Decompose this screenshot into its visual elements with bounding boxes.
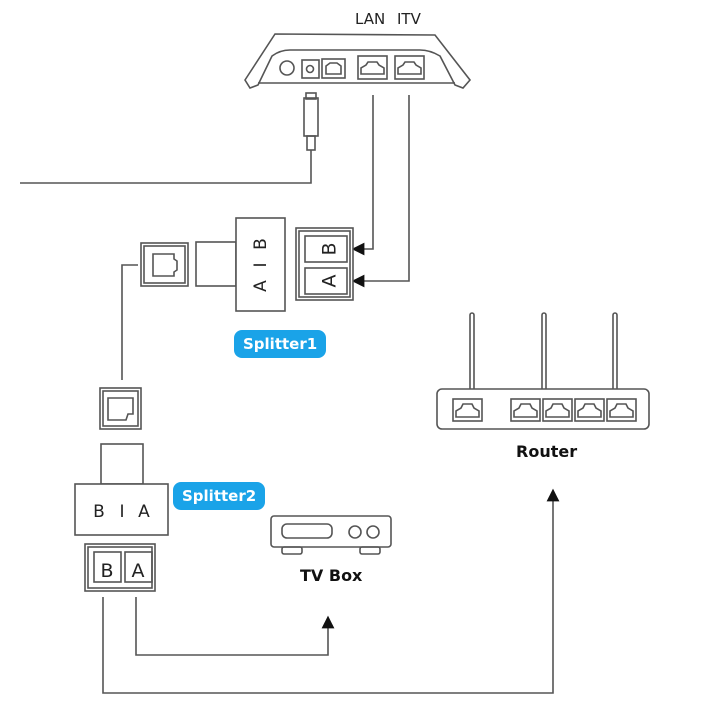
tv-box-label: TV Box <box>300 566 363 585</box>
modem-itv-port <box>394 55 425 80</box>
cable-to-router <box>102 488 560 694</box>
modem-lan-port <box>357 55 388 80</box>
cable-to-tv-box <box>135 597 335 656</box>
modem-phone-port <box>321 58 346 79</box>
tv-box-icon <box>270 515 392 555</box>
modem-power-port <box>301 59 320 79</box>
splitter1-letter-i: I <box>251 262 271 267</box>
splitter2-label: Splitter2 <box>173 482 266 510</box>
cable-itv <box>351 95 410 288</box>
modem-port-label-lan: LAN <box>355 10 385 28</box>
cable-lan <box>351 95 374 256</box>
antenna-icon <box>612 312 618 392</box>
splitter2-letter-i: I <box>119 502 124 522</box>
splitter2-port-a: A <box>132 560 145 582</box>
modem <box>244 33 472 89</box>
ethernet-port-icon <box>609 403 634 418</box>
antenna-icon <box>541 312 547 392</box>
splitter2-letter-a: A <box>138 502 150 522</box>
ethernet-port-icon <box>455 403 480 418</box>
splitter1-letter-b: B <box>251 238 271 250</box>
power-plug-icon <box>20 92 319 184</box>
splitter2-letter-b: B <box>93 502 105 522</box>
splitter1-port-a: A <box>319 275 341 288</box>
antenna-icon <box>469 312 475 392</box>
ethernet-port-icon <box>577 403 602 418</box>
modem-port-label-itv: ITV <box>397 10 422 28</box>
cable-splitter1-to-splitter2 <box>121 264 138 380</box>
splitter1-port-b: B <box>319 242 341 255</box>
splitter2 <box>74 387 169 592</box>
router-icon <box>436 312 650 430</box>
splitter1-letter-a: A <box>251 280 271 292</box>
modem-button-icon <box>279 60 295 76</box>
router-label: Router <box>516 442 578 461</box>
splitter1-label: Splitter1 <box>234 330 327 358</box>
splitter1 <box>140 217 354 312</box>
ethernet-port-icon <box>513 403 538 418</box>
ethernet-port-icon <box>545 403 570 418</box>
splitter2-port-b: B <box>100 560 113 582</box>
